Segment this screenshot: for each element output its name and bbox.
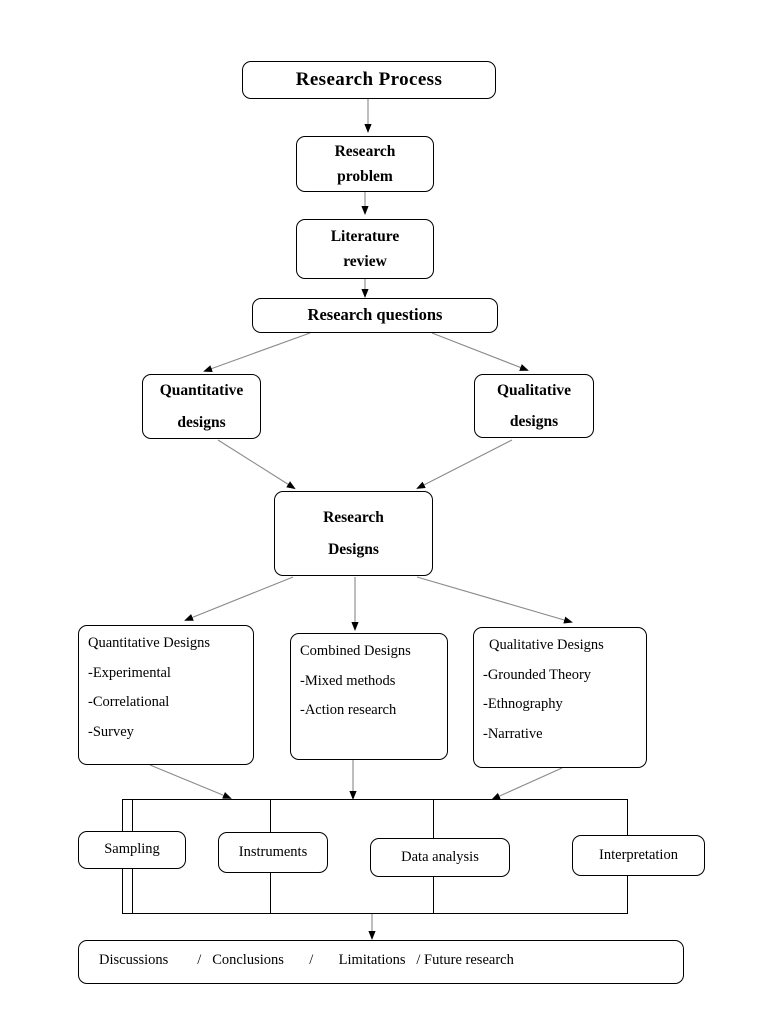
- node-research-questions-label: Research questions: [307, 305, 443, 325]
- edge-questions-to-qualitative: [431, 332, 529, 371]
- node-research-problem[interactable]: Research problem: [296, 136, 434, 192]
- quantitative-detail-heading: Quantitative Designs: [88, 635, 211, 651]
- qualitative-detail-heading: Qualitative Designs: [489, 637, 604, 653]
- node-combined-designs-detail[interactable]: Combined Designs -Mixed methods -Action …: [290, 633, 448, 760]
- node-quantitative-designs-line1: Quantitative: [159, 382, 244, 400]
- edge-quantitative-detail-to-methods: [149, 764, 232, 799]
- edge-questions-to-quantitative: [203, 332, 311, 373]
- node-quantitative-designs[interactable]: Quantitative designs: [142, 374, 261, 439]
- node-research-designs[interactable]: Research Designs: [274, 491, 433, 576]
- node-quantitative-designs-line2: designs: [177, 413, 226, 431]
- node-research-questions[interactable]: Research questions: [252, 298, 498, 333]
- combined-detail-item-1: -Action research: [300, 702, 397, 719]
- node-quantitative-designs-detail[interactable]: Quantitative Designs -Experimental -Corr…: [78, 625, 254, 765]
- node-data-analysis-label: Data analysis: [401, 848, 479, 865]
- quantitative-detail-item-0: -Experimental: [88, 664, 171, 681]
- edge-designs-to-qualitative-detail: [416, 576, 573, 624]
- node-qualitative-designs-detail[interactable]: Qualitative Designs -Grounded Theory -Et…: [473, 627, 647, 768]
- node-outcomes[interactable]: Discussions / Conclusions / Limitations …: [78, 940, 684, 984]
- node-sampling-label: Sampling: [104, 841, 160, 858]
- node-research-process-label: Research Process: [295, 68, 443, 90]
- node-instruments-label: Instruments: [238, 843, 308, 860]
- node-research-problem-line1: Research: [334, 143, 396, 161]
- node-outcomes-label: Discussions / Conclusions / Limitations …: [99, 952, 514, 968]
- node-data-analysis[interactable]: Data analysis: [370, 838, 510, 877]
- qualitative-detail-item-1: -Ethnography: [483, 696, 563, 713]
- node-qualitative-designs[interactable]: Qualitative designs: [474, 374, 594, 438]
- node-sampling[interactable]: Sampling: [78, 831, 186, 869]
- node-interpretation[interactable]: Interpretation: [572, 835, 705, 876]
- node-instruments[interactable]: Instruments: [218, 832, 328, 873]
- edge-designs-to-quantitative-detail: [184, 576, 294, 621]
- quantitative-detail-item-1: -Correlational: [88, 694, 170, 711]
- qualitative-detail-item-2: -Narrative: [483, 726, 543, 743]
- combined-detail-item-0: -Mixed methods: [300, 672, 396, 689]
- node-literature-review[interactable]: Literature review: [296, 219, 434, 279]
- node-research-designs-line2: Designs: [328, 540, 379, 558]
- edge-qualitative-to-designs: [416, 439, 513, 489]
- node-literature-review-line2: review: [343, 252, 387, 270]
- combined-detail-heading: Combined Designs: [300, 643, 411, 659]
- quantitative-detail-item-2: -Survey: [88, 724, 134, 741]
- node-research-problem-line2: problem: [337, 167, 393, 185]
- node-research-designs-line1: Research: [323, 509, 384, 527]
- edge-quantitative-to-designs: [217, 439, 296, 490]
- node-qualitative-designs-line1: Qualitative: [496, 381, 572, 399]
- edge-qualitative-detail-to-methods: [491, 767, 563, 800]
- node-literature-review-line1: Literature: [330, 228, 400, 246]
- node-qualitative-designs-line2: designs: [509, 413, 559, 430]
- node-research-process[interactable]: Research Process: [242, 61, 496, 99]
- node-interpretation-label: Interpretation: [599, 846, 678, 863]
- qualitative-detail-item-0: -Grounded Theory: [483, 666, 592, 683]
